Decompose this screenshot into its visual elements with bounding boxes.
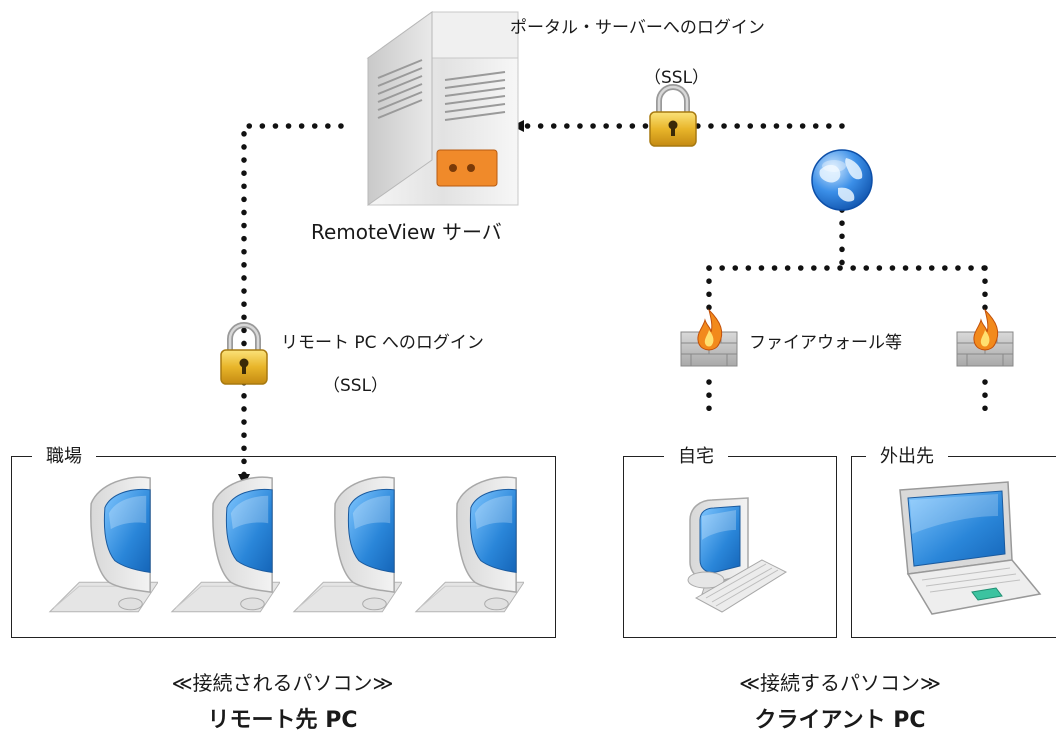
remote-login-path xyxy=(238,123,344,486)
portal-login-label: ポータル・サーバーへのログイン xyxy=(510,18,765,38)
remote-pc-subcaption: ≪接続されるパソコン≫ xyxy=(171,671,394,695)
lock-icon xyxy=(650,87,696,146)
remote-pc-caption: リモート先 PC xyxy=(207,708,358,733)
laptop-icon xyxy=(899,481,1042,615)
firewall-icon xyxy=(956,309,1014,367)
globe-icon xyxy=(811,149,873,211)
remote-login-ssl-label: （SSL） xyxy=(323,376,389,396)
server-tower-icon xyxy=(366,11,519,206)
client-pc-subcaption: ≪接続するパソコン≫ xyxy=(739,671,941,695)
home-group-title: 自宅 xyxy=(664,442,728,468)
firewall-label: ファイアウォール等 xyxy=(749,333,902,353)
office-group-title: 職場 xyxy=(32,442,96,468)
client-pc-caption: クライアント PC xyxy=(754,708,926,733)
remote-login-label: リモート PC へのログイン xyxy=(281,333,484,353)
outside-group-title: 外出先 xyxy=(866,442,948,468)
home-group-box: 自宅 xyxy=(623,442,837,638)
connection-lines xyxy=(238,120,988,486)
desktop-pc-icon xyxy=(687,497,788,613)
office-group-box: 職場 xyxy=(11,442,556,638)
lock-icon xyxy=(221,325,267,384)
firewall-icon xyxy=(680,309,738,367)
outside-group-box: 外出先 xyxy=(851,442,1056,638)
portal-login-ssl-label: （SSL） xyxy=(644,68,710,88)
server-label: RemoteView サーバ xyxy=(311,220,502,244)
